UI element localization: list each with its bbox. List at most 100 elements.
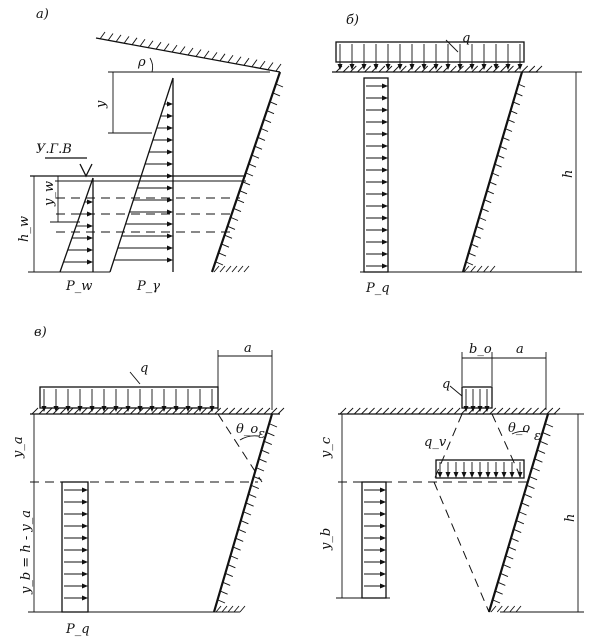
- hatch-stroke: [172, 407, 179, 415]
- load-arrowhead: [485, 472, 491, 478]
- q-label-right: q: [442, 377, 450, 392]
- p-gamma-hypotenuse: [109, 77, 174, 273]
- hatch-stroke: [500, 573, 509, 578]
- pressure-arrowhead: [382, 107, 388, 113]
- hatch-stroke: [478, 217, 487, 221]
- hatch-stroke: [483, 265, 489, 273]
- hatch-stroke: [260, 128, 269, 132]
- hatch-stroke: [123, 407, 130, 415]
- hatch-stroke: [219, 265, 226, 273]
- hatch-stroke: [249, 493, 257, 498]
- pressure-arrowhead: [382, 239, 388, 245]
- y-b-equation-label: y_b = h - y_a: [19, 510, 34, 595]
- p-q-arrows-v1: [64, 487, 88, 601]
- q-v-label: q_v: [424, 435, 447, 450]
- load-arrowhead: [445, 472, 451, 478]
- y-label: y: [94, 100, 109, 109]
- pressure-arrowhead: [82, 583, 88, 589]
- hatch-stroke: [248, 163, 257, 168]
- hatch-stroke: [411, 407, 418, 415]
- hatch-stroke: [101, 407, 109, 415]
- hatch-stroke: [230, 217, 239, 221]
- hatch-stroke: [73, 407, 81, 415]
- hatch-stroke: [116, 407, 123, 415]
- p-w-hypotenuse: [59, 177, 94, 273]
- hatch-stroke: [52, 407, 60, 415]
- panel-b: б) q h P_q: [332, 13, 582, 296]
- pressure-arrowhead: [380, 487, 386, 493]
- strip-load-box: [461, 386, 493, 409]
- surcharge-q-box: [335, 41, 525, 63]
- hatch-stroke: [139, 39, 146, 47]
- hatch-stroke: [399, 65, 407, 73]
- hatch-stroke: [237, 265, 244, 273]
- hatch-stroke: [421, 65, 429, 73]
- hatch-stroke: [478, 65, 486, 73]
- hatch-stroke: [259, 458, 267, 463]
- hatch-stroke: [485, 65, 493, 73]
- load-arrowhead: [361, 64, 367, 70]
- hatch-stroke: [470, 265, 476, 273]
- hatch-stroke: [87, 407, 95, 415]
- p-q-arrows-v2: [364, 487, 386, 589]
- hatch-stroke: [257, 136, 266, 141]
- hatch-stroke: [335, 65, 343, 73]
- h-label: h: [561, 170, 576, 178]
- hatch-stroke: [432, 407, 440, 415]
- hatch-stroke: [215, 605, 222, 613]
- hatch-stroke: [94, 407, 102, 415]
- y-c-label: y_c: [319, 436, 334, 459]
- hatch-stroke: [147, 40, 154, 48]
- hatch-stroke: [45, 407, 53, 415]
- hatch-stroke: [528, 65, 536, 73]
- hatch-stroke: [535, 458, 543, 463]
- hatch-stroke: [99, 31, 106, 40]
- load-arrowhead: [501, 472, 507, 478]
- surcharge-q-arrows-left: [41, 389, 215, 412]
- hatch-stroke: [553, 407, 561, 415]
- load-arrowhead: [197, 406, 203, 412]
- hatch-stroke: [428, 65, 436, 73]
- hatch-stroke: [510, 407, 518, 415]
- hatch-stroke: [364, 65, 371, 73]
- hatch-stroke: [510, 110, 518, 115]
- wall-back-face: [210, 71, 282, 273]
- panel-v-letter: в): [34, 325, 47, 340]
- pressure-arrowhead: [382, 215, 388, 221]
- panel-a: а) ρ y У.Г.В: [17, 7, 284, 294]
- hatch-stroke: [385, 65, 393, 73]
- pressure-arrowhead: [87, 247, 93, 253]
- p-q-arrows: [366, 83, 388, 269]
- pressure-arrowhead: [82, 499, 88, 505]
- ugv-marker-triangle: [79, 163, 93, 178]
- load-arrowhead: [461, 472, 467, 478]
- hatch-stroke: [249, 407, 257, 415]
- pressure-arrowhead: [382, 203, 388, 209]
- hatch-stroke: [269, 101, 278, 106]
- pressure-arrowhead: [380, 547, 386, 553]
- pressure-arrowhead: [380, 499, 386, 505]
- hatch-stroke: [230, 555, 239, 560]
- hatch-stroke: [238, 529, 246, 534]
- hatch-stroke: [482, 407, 489, 415]
- hatch-stroke: [392, 65, 400, 73]
- load-arrowhead: [469, 64, 475, 70]
- hatch-stroke: [346, 407, 354, 415]
- hatch-stroke: [382, 407, 390, 415]
- hatch-stroke: [499, 65, 507, 73]
- hatch-stroke: [200, 407, 208, 415]
- hatch-stroke: [396, 407, 404, 415]
- hatch-stroke: [353, 407, 361, 415]
- hatch-stroke: [494, 163, 502, 168]
- load-arrowhead: [457, 64, 463, 70]
- wall-hatch-v1: [215, 423, 278, 613]
- pressure-arrowhead: [82, 547, 88, 553]
- hatch-stroke: [241, 520, 249, 525]
- wall-back-face-v1: [212, 413, 274, 613]
- hatch-stroke: [66, 407, 74, 415]
- wall-back-face-hatch: [215, 83, 284, 266]
- pressure-arrowhead: [167, 209, 173, 215]
- hatch-stroke: [435, 65, 443, 73]
- hatch-stroke: [163, 43, 170, 51]
- hatch-stroke: [532, 407, 539, 415]
